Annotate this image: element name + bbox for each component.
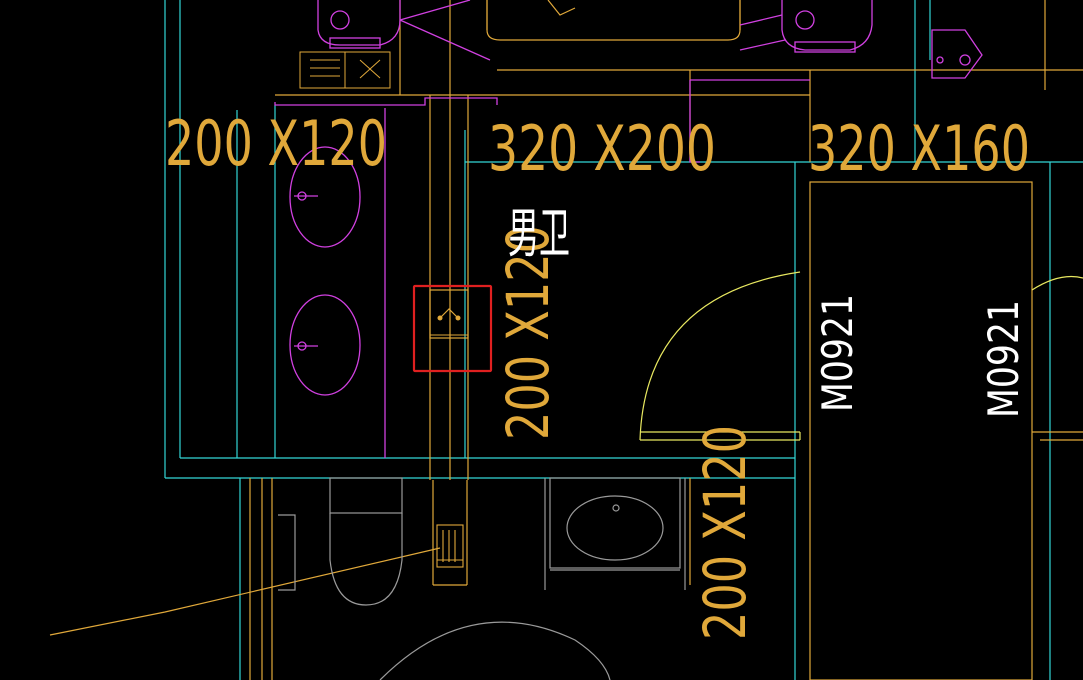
- wall-lines: [164, 0, 1083, 680]
- duct-label-vertical-mid: 200 X120: [494, 225, 562, 440]
- vent-symbol: [439, 308, 459, 319]
- door-swing-arc-left: [639, 271, 801, 441]
- top-duct-fitting: [486, 0, 741, 41]
- room-and-door-labels: 男卫 M0921 M0921: [508, 202, 1028, 418]
- door-swings: [639, 271, 1083, 441]
- duct-label-vertical-bottom: 200 X120: [691, 425, 759, 640]
- door-swing-arc-right: [1031, 275, 1083, 291]
- duct-size-labels: 200 X120 320 X200 320 X160 200 X120 200 …: [165, 107, 1030, 640]
- vent-grille-top: [299, 51, 391, 89]
- vent-box: [429, 289, 469, 339]
- door-label-left: M0921: [813, 294, 862, 412]
- duct-label-top-right: 320 X160: [808, 112, 1030, 185]
- selection-highlight-box: [412, 284, 493, 373]
- duct-label-top-left: 200 X120: [165, 107, 387, 180]
- vent-grille-bottom: [436, 524, 464, 568]
- lavatory-counter: [289, 108, 386, 458]
- door-label-right: M0921: [979, 300, 1028, 418]
- room-name-label: 男卫: [508, 202, 570, 265]
- selected-vent[interactable]: [412, 284, 493, 373]
- upper-fixtures: [274, 0, 983, 163]
- duct-label-top-center: 320 X200: [488, 112, 716, 185]
- duct-lines: [49, 0, 1083, 680]
- lower-fixtures: [278, 477, 686, 680]
